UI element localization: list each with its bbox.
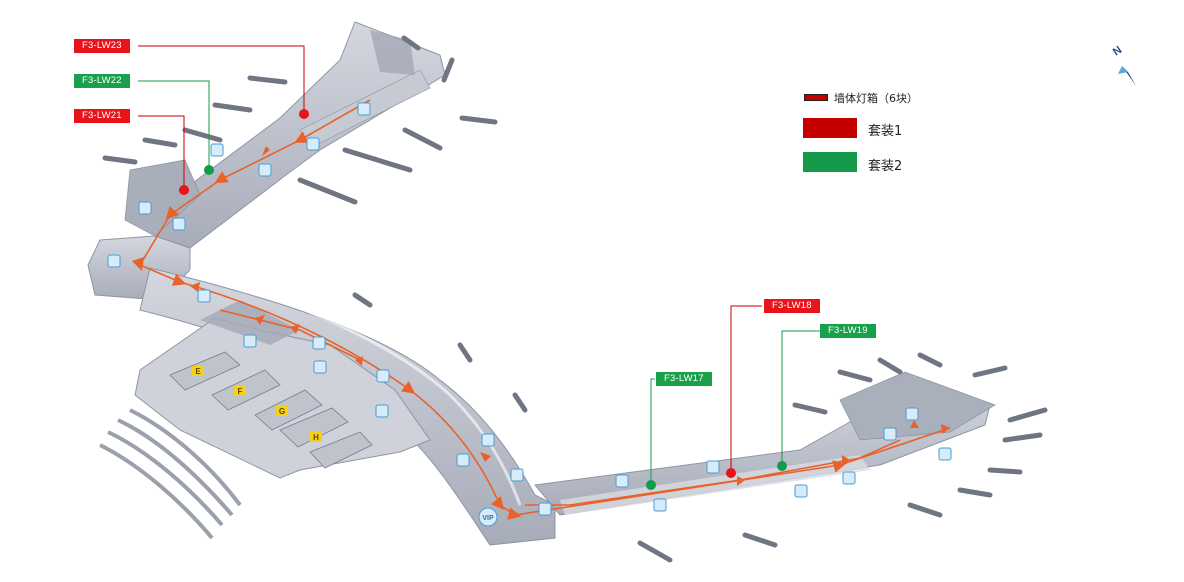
- gate-letter-e: E: [195, 367, 201, 376]
- marker-dot-lw18: [726, 468, 736, 478]
- gate-letter-g: G: [279, 407, 285, 416]
- marker-tag-lw23[interactable]: F3-LW23: [74, 39, 130, 53]
- gate-badge-e: [192, 366, 204, 376]
- marker-tag-lw19[interactable]: F3-LW19: [820, 324, 876, 338]
- gate-letter-f: F: [238, 387, 243, 396]
- compass-north-label: N: [1111, 44, 1124, 58]
- vip-label: VIP: [482, 515, 494, 522]
- vip-badge: VIP: [478, 507, 498, 527]
- marker-dot-lw23: [299, 109, 309, 119]
- gate-badge-g: [276, 406, 288, 416]
- gate-badge-f: [234, 386, 246, 396]
- marker-dot-lw21: [179, 185, 189, 195]
- route-arrows: [190, 146, 950, 486]
- marker-tag-lw22[interactable]: F3-LW22: [74, 74, 130, 88]
- lightbox-line-icon: [804, 94, 828, 101]
- elevator-icons: [107, 102, 952, 516]
- marker-tag-lw21[interactable]: F3-LW21: [74, 109, 130, 123]
- marker-dot-lw19: [777, 461, 787, 471]
- gate-letter-h: H: [313, 433, 319, 442]
- leader-lines: [138, 45, 820, 485]
- main-hall: [134, 300, 431, 479]
- kit1-swatch: [803, 118, 857, 138]
- kit2-label: 套装2: [868, 159, 903, 174]
- marker-dot-lw17: [646, 480, 656, 490]
- marker-dots: [179, 109, 787, 490]
- marker-dot-lw22: [204, 165, 214, 175]
- compass-icon: N: [1111, 44, 1136, 86]
- gate-badge-h: [310, 432, 322, 442]
- legend-lightbox-label: 墙体灯箱（6块）: [834, 92, 918, 105]
- east-pier: [534, 371, 996, 516]
- marker-tag-lw18[interactable]: F3-LW18: [764, 299, 820, 313]
- gate-letters: E F G H: [192, 366, 322, 442]
- kit2-swatch: [803, 152, 857, 172]
- marker-tag-lw17[interactable]: F3-LW17: [656, 372, 712, 386]
- kit1-label: 套装1: [868, 124, 903, 139]
